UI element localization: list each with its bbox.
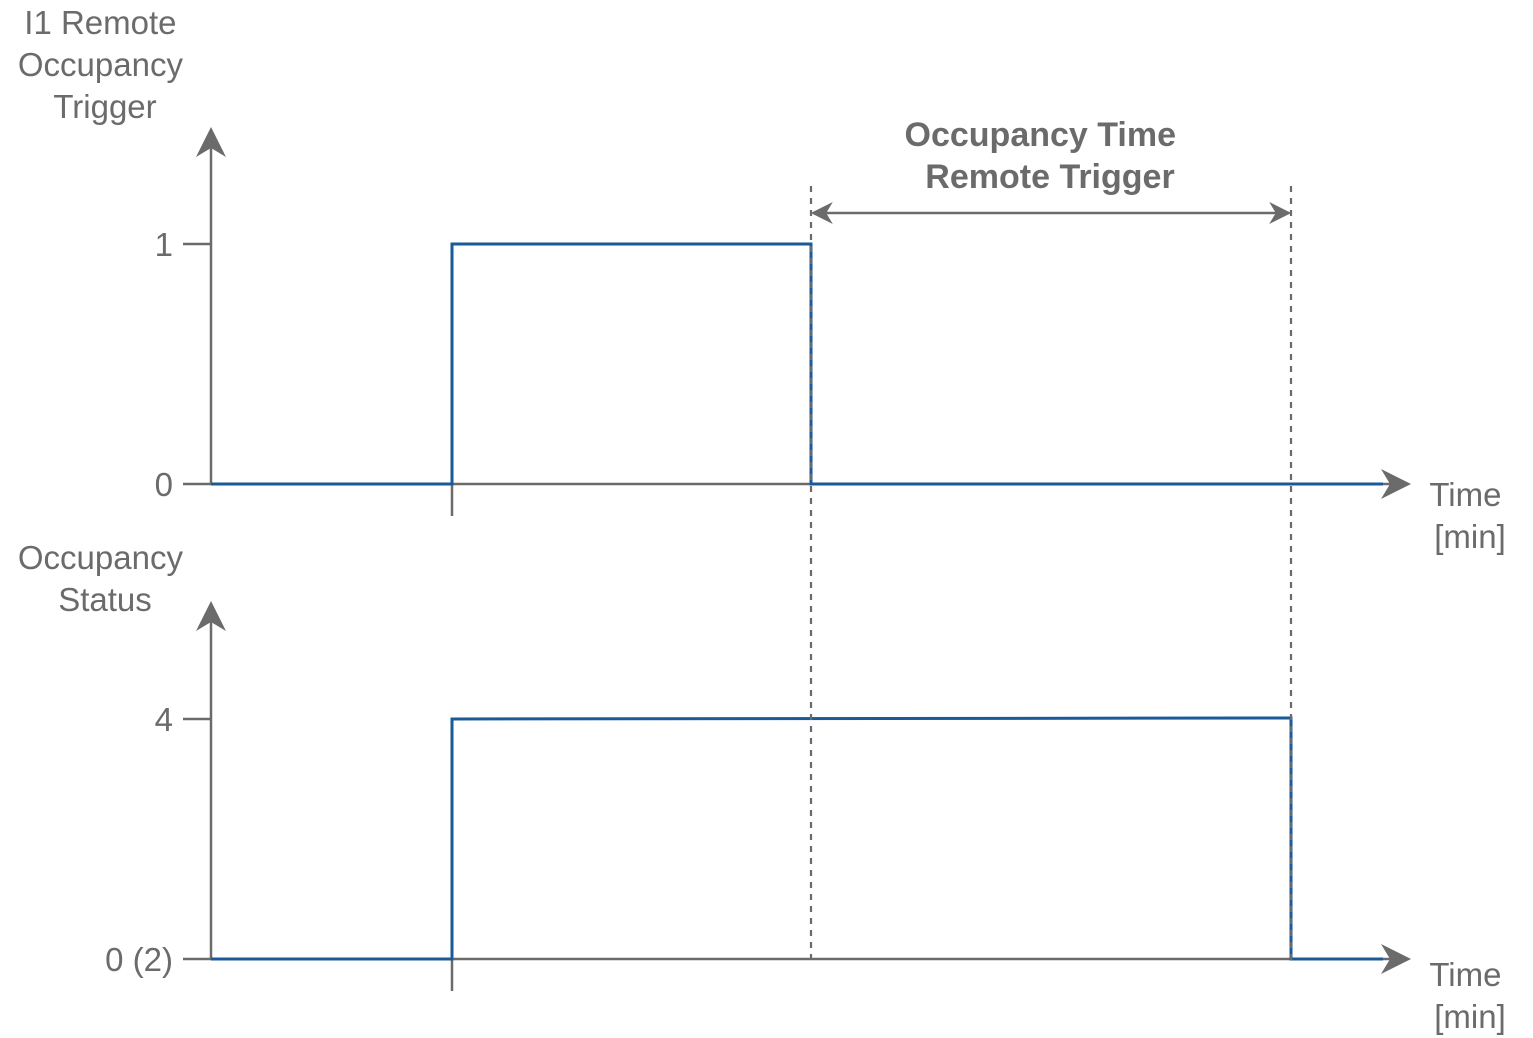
top-ylabel-line-2: Occupancy (18, 46, 184, 83)
top-ylabel-line-3: Trigger (53, 88, 156, 125)
top-ytick-label-1: 1 (155, 226, 173, 263)
annotation-label: Occupancy Time Remote Trigger (905, 116, 1186, 196)
top-ytick-label-0: 0 (155, 466, 173, 503)
bottom-ytick-label-4: 4 (155, 701, 173, 738)
bottom-chart: Occupancy Status 4 0 (2) Time [min] (18, 539, 1510, 1035)
bottom-xlabel-line-2: [min] (1434, 998, 1506, 1035)
bottom-xlabel: Time [min] (1429, 956, 1510, 1035)
bottom-ylabel-line-2: Status (58, 581, 152, 618)
annotation-line-1: Occupancy Time (905, 116, 1177, 154)
annotation-line-2: Remote Trigger (925, 158, 1174, 196)
bottom-ytick-label-0: 0 (2) (105, 941, 173, 978)
top-chart: I1 Remote Occupancy Trigger 1 0 Time [mi… (18, 4, 1510, 555)
top-xlabel-line-1: Time (1429, 476, 1501, 513)
bottom-xlabel-line-1: Time (1429, 956, 1501, 993)
top-ylabel-line-1: I1 Remote (24, 4, 176, 41)
top-xlabel: Time [min] (1429, 476, 1510, 555)
bottom-signal-trace (211, 716, 1383, 961)
top-ylabel: I1 Remote Occupancy Trigger (18, 4, 192, 125)
top-signal-trace (211, 242, 1383, 486)
time-annotation: Occupancy Time Remote Trigger (809, 116, 1293, 966)
top-xlabel-line-2: [min] (1434, 518, 1506, 555)
bottom-ylabel: Occupancy Status (18, 539, 192, 618)
bottom-ylabel-line-1: Occupancy (18, 539, 184, 576)
